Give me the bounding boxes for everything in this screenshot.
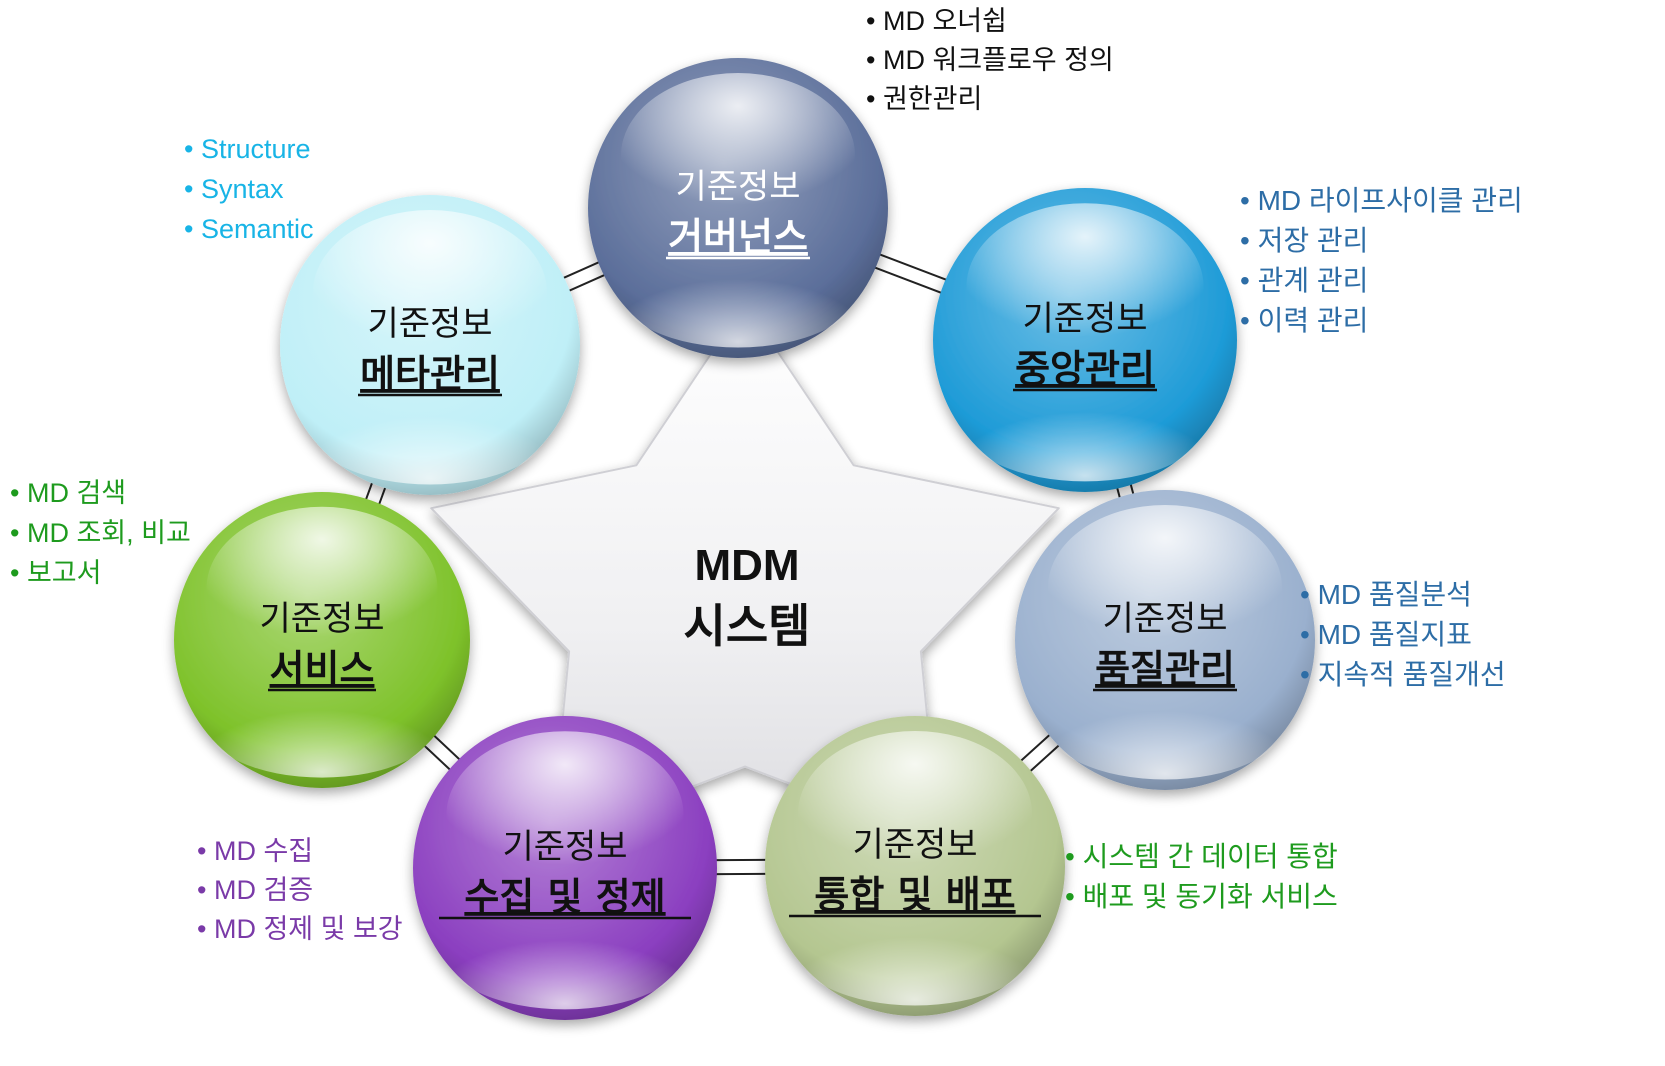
node-bottom-glow [618,233,858,348]
bullet-item: • MD 오너쉽 [866,6,1007,36]
node-highlight [798,731,1032,896]
node-highlight [313,210,547,375]
node-title: 기준정보 [675,167,800,207]
bullet-item: • 이력 관리 [1240,305,1368,336]
bullet-item: • MD 검색 [10,478,126,508]
center-star [430,302,1060,842]
bullet-item: • MD 워크플로우 정의 [866,45,1114,75]
bullet-item: • 저장 관리 [1240,225,1368,256]
bullet-list-1: • MD 라이프사이클 관리 • 저장 관리 • 관계 관리 • 이력 관리 [1240,185,1523,336]
node-bottom-glow [795,891,1035,1006]
node-subtitle: 수집 및 정제 [464,875,665,919]
bullet-item: • 권한관리 [866,84,982,114]
star-shape [430,302,1060,842]
node-subtitle: 통합 및 배포 [814,873,1015,917]
node-bottom-glow [443,893,687,1010]
node-highlight [1048,505,1282,670]
node-highlight [621,73,855,238]
node-highlight [966,203,1204,371]
node-subtitle: 메타관리 [360,352,500,396]
node-bottom-glow [310,370,550,485]
bullet-list-0: • MD 오너쉽 • MD 워크플로우 정의 • 권한관리 [866,6,1114,114]
node-title: 기준정보 [367,304,492,344]
bullet-list-4: • MD 수집 • MD 검증 • MD 정제 및 보강 [197,836,403,944]
bullet-item: • Structure [184,134,311,164]
bullet-item: • MD 라이프사이클 관리 [1240,185,1523,216]
node-bottom-glow [963,365,1207,482]
bullet-list-6: • Structure • Syntax • Semantic [184,134,314,244]
bullet-list-3: • 시스템 간 데이터 통합 • 배포 및 동기화 서비스 [1065,841,1338,912]
bullet-list-2: • MD 품질분석 • MD 품질지표 • 지속적 품질개선 [1300,579,1506,690]
node-subtitle: 중앙관리 [1015,347,1155,391]
bullet-item: • 배포 및 동기화 서비스 [1065,881,1338,912]
node-subtitle: 품질관리 [1095,647,1235,691]
center-subtitle: 시스템 [684,599,811,653]
node-highlight [206,506,438,670]
bullet-item: • MD 검증 [197,875,313,905]
bullet-item: • MD 수집 [197,836,313,866]
bullet-item: • MD 정제 및 보강 [197,914,403,944]
center-title: MDM [694,541,799,590]
node-subtitle: 거버넌스 [668,215,808,259]
bullet-list-5: • MD 검색 • MD 조회, 비교 • 보고서 [10,478,191,588]
bullet-item: • Syntax [184,174,284,204]
bullet-lists-layer: • MD 오너쉽 • MD 워크플로우 정의 • 권한관리 • MD 라이프사이클 관… [10,6,1523,944]
bullet-item: • 보고서 [10,558,101,588]
node-title: 기준정보 [1022,299,1147,339]
bullet-item: • 시스템 간 데이터 통합 [1065,841,1338,872]
node-title: 기준정보 [259,599,384,639]
bullet-item: • MD 조회, 비교 [10,518,191,548]
bullet-item: • MD 품질지표 [1300,619,1472,650]
bullet-item: • Semantic [184,214,314,244]
node-bottom-glow [203,665,441,778]
bullet-item: • MD 품질분석 [1300,579,1472,610]
node-bottom-glow [1045,665,1285,780]
node-title: 기준정보 [1102,599,1227,639]
node-title: 기준정보 [852,825,977,865]
node-title: 기준정보 [502,827,627,867]
node-highlight [446,731,684,899]
center-label: MDM 시스템 [684,541,811,653]
bullet-item: • 관계 관리 [1240,265,1368,296]
node-subtitle: 서비스 [270,647,375,691]
bullet-item: • 지속적 품질개선 [1300,659,1506,690]
